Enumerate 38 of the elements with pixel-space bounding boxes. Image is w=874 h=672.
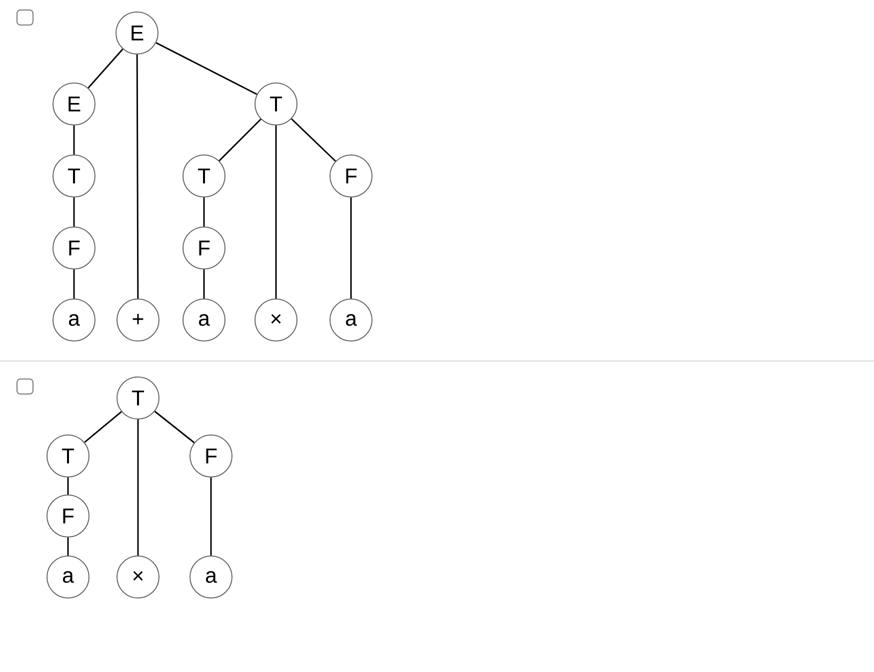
tree-edge — [350, 198, 352, 298]
tree-node: T — [46, 434, 90, 478]
tree-edge — [291, 118, 336, 162]
tree-node: + — [116, 298, 160, 342]
tree-node: a — [182, 298, 226, 342]
tree-edge — [203, 270, 205, 298]
tree-edge — [218, 118, 262, 162]
tree-node: × — [116, 556, 160, 598]
tree-node: E — [52, 82, 96, 126]
tree-edge — [73, 126, 75, 154]
tree-node: F — [330, 154, 372, 198]
tree-node: a — [190, 556, 232, 598]
tree-node: E — [116, 12, 158, 54]
tree-edge — [275, 126, 277, 298]
tree-edge — [73, 270, 75, 298]
tree-edge — [84, 411, 122, 443]
tree-edge — [67, 538, 69, 556]
tree-node: a — [52, 298, 96, 342]
tree-node: a — [46, 556, 90, 598]
tree-node: F — [52, 226, 96, 270]
tree-edge — [137, 420, 139, 556]
tree-edge — [88, 48, 124, 88]
tree-node: T — [52, 154, 96, 198]
tree-edge — [210, 478, 212, 556]
tree-node: F — [182, 226, 226, 270]
tree-node: a — [330, 298, 372, 342]
tree-edge — [154, 410, 195, 444]
tree-edge — [73, 198, 75, 226]
tree-edge — [136, 54, 139, 299]
tree-node: × — [254, 298, 298, 342]
tree-node: F — [190, 434, 232, 478]
tree-node: F — [46, 494, 90, 538]
tree-node: T — [254, 82, 298, 126]
tree-edge — [203, 198, 205, 226]
tree-edge — [67, 478, 69, 494]
tree-node: T — [116, 376, 160, 420]
tree-edge — [156, 42, 258, 95]
tree-node: T — [182, 154, 226, 198]
